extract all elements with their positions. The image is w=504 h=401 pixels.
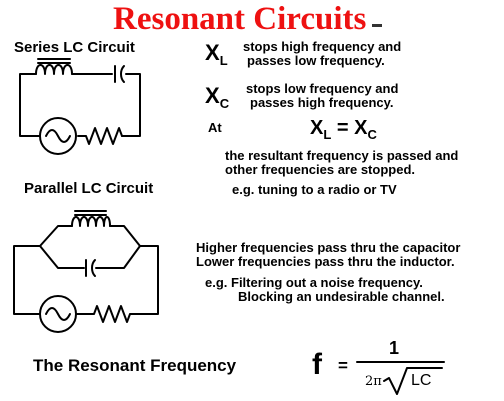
formula-numerator: 1 xyxy=(389,338,400,358)
series-wire-left xyxy=(19,79,41,137)
page-title: Resonant Circuits xyxy=(113,1,367,37)
resultant-line-1: the resultant frequency is passed and xyxy=(225,148,459,163)
xl-symbol: XL xyxy=(205,40,228,69)
xl-subscript: L xyxy=(219,53,228,68)
at-label: At xyxy=(208,120,222,135)
parallel-lc-heading: Parallel LC Circuit xyxy=(24,180,154,197)
series-ac-sine-icon xyxy=(45,129,71,143)
parallel-resistor xyxy=(75,305,139,323)
xl-description-line-2: passes low frequency. xyxy=(247,53,385,68)
parallel-line-1: Higher frequencies pass thru the capacit… xyxy=(196,240,461,255)
resultant-line-2: other frequencies are stopped. xyxy=(225,162,415,177)
parallel-example-line-1: e.g. Filtering out a noise frequency. xyxy=(205,275,423,290)
formula-lc: LC xyxy=(411,372,432,389)
title-tail-mark xyxy=(372,24,382,27)
parallel-wire-outer xyxy=(13,245,159,315)
series-capacitor-plate-2 xyxy=(120,65,125,83)
series-inductor xyxy=(35,64,73,75)
parallel-line-2: Lower frequencies pass thru the inductor… xyxy=(196,254,455,269)
series-wire-top-right xyxy=(71,73,141,137)
xc-description-line-1: stops low frequency and xyxy=(246,81,399,96)
xc-description-line-2: passes high frequency. xyxy=(250,95,394,110)
series-example: e.g. tuning to a radio or TV xyxy=(232,182,397,197)
formula-f-symbol: f xyxy=(312,348,322,381)
parallel-lc-circuit xyxy=(13,210,159,333)
formula-equals: = xyxy=(338,356,348,375)
parallel-example-line-2: Blocking an undesirable channel. xyxy=(238,289,445,304)
resonant-frequency-heading: The Resonant Frequency xyxy=(33,356,237,375)
parallel-branch-lower xyxy=(39,245,141,269)
parallel-ac-sine-icon xyxy=(45,307,71,321)
resonance-condition: XL = XC xyxy=(310,117,377,142)
parallel-capacitor-plate-2 xyxy=(91,259,96,277)
series-resistor xyxy=(77,127,123,145)
xc-subscript: C xyxy=(219,96,230,111)
xc-symbol: XC xyxy=(205,83,230,112)
parallel-inductor xyxy=(71,216,111,227)
formula-two-pi: 2π xyxy=(365,374,382,389)
xl-description-line-1: stops high frequency and xyxy=(243,39,402,54)
series-wire-top-left xyxy=(19,73,37,81)
series-lc-heading: Series LC Circuit xyxy=(14,39,135,56)
series-lc-circuit xyxy=(19,58,141,155)
formula-radical-sign xyxy=(383,367,443,395)
parallel-branch-upper xyxy=(39,225,141,247)
